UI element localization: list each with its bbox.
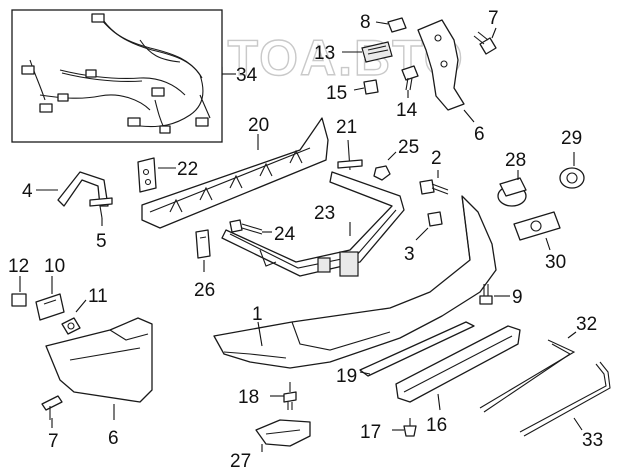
part-11-bracket [35, 293, 65, 321]
part-24-reinforcement-beam [221, 171, 405, 277]
callout-1: 1 [252, 304, 263, 325]
part-8-bolt [473, 31, 497, 55]
part-6-upper-bracket [417, 19, 465, 111]
part-32-wiring-harness [11, 9, 223, 143]
part-5-clip [89, 197, 113, 219]
part-34-molding-strip [519, 361, 611, 437]
callout-23: 22 [177, 159, 198, 180]
callout-5: 5 [96, 231, 107, 252]
callout-32: 34 [236, 65, 258, 86]
callout-31: 30 [545, 252, 566, 273]
part-3-clip [427, 211, 443, 227]
part-21-energy-absorber [141, 117, 329, 229]
part-18-screw [403, 418, 417, 437]
part-10-bolt [479, 284, 493, 305]
callout-14: 13 [314, 43, 335, 64]
part-9-clip [387, 17, 407, 33]
part-25-bolt [229, 219, 263, 235]
callout-25: 24 [274, 224, 296, 245]
callout-7: 7 [48, 431, 59, 452]
part-29-parking-sensor [497, 177, 527, 207]
callout-15: 14 [396, 100, 418, 121]
callout-11: 10 [44, 256, 65, 277]
part-33-molding-strip [479, 339, 576, 413]
part-12-screw [61, 317, 81, 335]
callout-6-lower: 6 [108, 428, 119, 449]
part-6-lower-splash-shield [45, 317, 153, 403]
callout-30: 29 [561, 128, 582, 149]
callout-4: 4 [22, 181, 33, 202]
callout-33: 32 [576, 314, 597, 335]
part-26-nut [373, 165, 391, 181]
part-23-bracket [137, 157, 157, 193]
callout-6-upper: 6 [474, 124, 485, 145]
part-28-reflector [255, 419, 311, 447]
callout-26: 25 [398, 137, 419, 158]
callout-13: 12 [8, 256, 29, 277]
callout-12: 11 [88, 286, 108, 307]
callout-18: 17 [360, 422, 381, 443]
part-1-bumper-cover [213, 195, 497, 369]
part-13-clip [11, 293, 27, 307]
callout-22: 21 [336, 117, 357, 138]
part-31-sensor-bracket [513, 211, 561, 241]
part-19-clip [283, 382, 297, 410]
part-14-clip-strip [361, 41, 393, 63]
callout-28: 27 [230, 451, 251, 471]
part-15-bolt [401, 65, 419, 91]
callout-20: 19 [336, 366, 357, 387]
callout-16: 15 [326, 83, 347, 104]
callout-27: 26 [194, 280, 215, 301]
callout-29: 28 [505, 150, 526, 171]
callout-10: 9 [512, 287, 523, 308]
part-27-bracket [195, 229, 211, 259]
callout-9: 8 [360, 12, 371, 33]
callout-24: 23 [314, 203, 335, 224]
callout-21: 20 [248, 115, 269, 136]
callout-3: 3 [404, 244, 415, 265]
part-16-clip [363, 79, 379, 95]
part-2-bolt [419, 179, 449, 195]
callout-34: 33 [582, 430, 603, 451]
callout-8: 7 [488, 8, 499, 29]
part-17-lower-valance [395, 325, 521, 403]
callout-2: 2 [431, 148, 442, 169]
part-7-push-pin [41, 395, 63, 420]
callout-17: 16 [426, 415, 447, 436]
callout-19: 18 [238, 387, 259, 408]
part-20-trim-strip [359, 321, 475, 377]
part-30-parking-sensor [559, 167, 585, 189]
part-22-stud [337, 139, 363, 171]
